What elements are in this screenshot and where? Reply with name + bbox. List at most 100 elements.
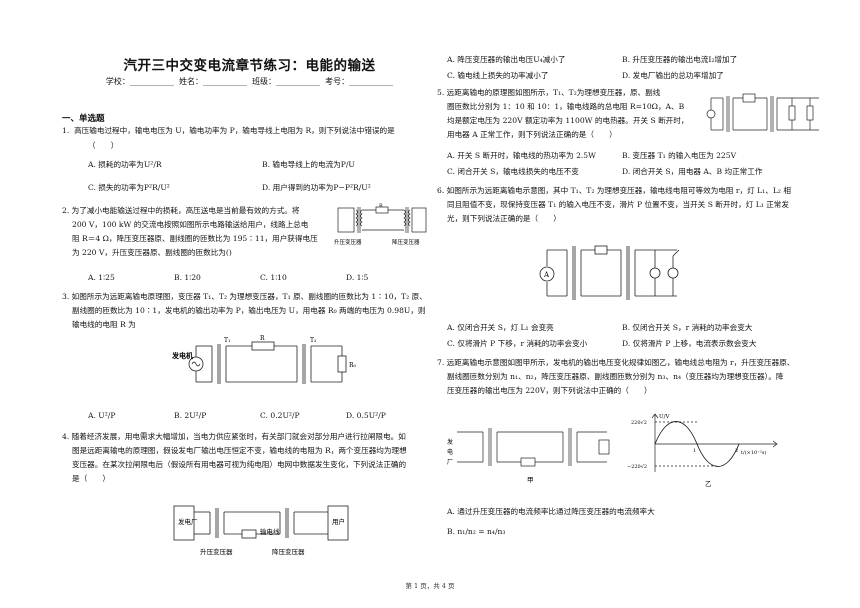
option-b[interactable]: B. n₁/n₂ = n₄/n₃ (447, 527, 506, 536)
question-stem-line: 远距离输电示意图如图甲所示，发电机的输出电压变化规律如图乙，输电线总电阻为 r，… (446, 358, 795, 367)
tick-1: 1 (693, 448, 696, 454)
question-number: 1. (62, 126, 70, 135)
axis-u-label: U/V (659, 414, 670, 420)
question-3: 3. 如图所示为远距离输电原理图，变压器 T₁、T₂ 为理想变压器，T₁ 原、副… (62, 290, 437, 332)
question-stem-line: 均是额定电压为 220V 额定功率为 1100W 的电热器。开关 S 断开时， (447, 116, 689, 125)
exam-number-field[interactable]: 考号：___________ (325, 77, 394, 86)
pos-peak-label: 220√2 (631, 420, 647, 426)
question-stem-line: 变压器。在某次拉闸限电后（假设所有用电器可视为纯电阻）电网中数据发生变化，下列说… (72, 460, 407, 469)
line-label: 输电线 (260, 527, 280, 536)
option-d[interactable]: D. 用户得到的功率为P−P²R/U² (262, 183, 371, 192)
option-a[interactable]: A. 1∶25 (88, 273, 115, 282)
step-up-label: 升压变压器 (200, 547, 233, 556)
option-d[interactable]: D. 0.5U²/P (346, 411, 386, 420)
question-number: 5. (437, 88, 445, 97)
option-d[interactable]: D. 发电厂输出的总功率增加了 (622, 71, 724, 80)
question-7: 7. 远距离输电示意图如图甲所示，发电机的输出电压变化规律如图乙，输电线总电阻为… (437, 356, 827, 398)
school-field[interactable]: 学校：___________ (105, 77, 174, 86)
question-stem-line: 如图所示为远距离输电原理图，变压器 T₁、T₂ 为理想变压器，T₁ 原、副线圈的… (71, 292, 427, 301)
figure-yi-label: 乙 (705, 480, 712, 488)
class-field[interactable]: 班级：___________ (252, 77, 321, 86)
page-footer: 第 1 页，共 4 页 (405, 582, 455, 590)
svg-text:电: 电 (447, 448, 453, 456)
question-stem-line: 输电线的电阻 R 为 (72, 320, 136, 329)
option-b[interactable]: B. 仅闭合开关 S，r 消耗的功率会变大 (622, 323, 753, 332)
option-c[interactable]: C. 损失的功率为P²R/U² (88, 183, 170, 192)
option-d[interactable]: D. 闭合开关 S，用电器 A、B 均正常工作 (622, 167, 763, 176)
question-stem-line: 远距离输电的原理图如图所示，T₁、T₂为理想变压器，原、副线 (446, 88, 661, 97)
step-down-label: 降压变压器 (392, 238, 420, 246)
option-b[interactable]: B. 变压器 T₁ 的输入电压为 225V (622, 151, 737, 160)
option-c[interactable]: C. 闭合开关 S，输电线损失的电压不变 (447, 167, 579, 176)
student-info-line: 学校：___________ 姓名：___________ 班级：_______… (62, 76, 437, 87)
r-label: R (379, 203, 383, 209)
option-a[interactable]: A. 通过升压变压器的电流频率比通过降压变压器的电流频率大 (447, 507, 655, 516)
question-number: 2. (62, 206, 70, 215)
t2-label: T₂ (310, 337, 317, 344)
page-title: 汽开三中交变电流章节练习：电能的输送 (123, 58, 376, 74)
axis-t-label: t/(×10⁻²s) (741, 449, 766, 456)
q3-circuit-diagram: 发电机 T₁ R T₂ R₀ (171, 335, 357, 384)
question-stem-line: 副线圈的匝数比为 10∶1，发电机的输出功率为 P，输出电压为 U，用电器 R₀… (72, 306, 426, 315)
q5-circuit-diagram (706, 93, 819, 132)
question-stem-line: 副线圈匝数分别为 n₁、n₂，降压变压器原、副线圈匝数分别为 n₃、n₄（变压器… (447, 372, 784, 381)
svg-text:厂: 厂 (447, 459, 453, 466)
question-stem-line: 压变压器的输出电压为 220V，则下列说法中正确的（ ） (447, 386, 652, 395)
question-number: 4. (62, 432, 70, 441)
question-stem-line: 为 220 V，升压变压器原、副线圈的匝数比为() (72, 248, 232, 257)
q7-voltage-graph-yi: U/V 220√2 −220√2 t/(×10⁻²s) 1 2 乙 (627, 413, 778, 488)
figure-jia-label: 甲 (527, 476, 534, 484)
option-c[interactable]: C. 输电线上损失的功率减小了 (447, 71, 549, 80)
question-stem-line: 200 V，100 kW 的交流电按照如图所示电路输送给用户，线路上总电 (72, 220, 309, 229)
question-stem-line: 同且阻值不变，现保持变压器 T₁ 的输入电压不变，滑片 P 位置不变，当开关 S… (447, 200, 789, 209)
question-stem-line: 圈匝数比分别为 1：10 和 10：1，输电线路的总电阻 R=10Ω，A、B (447, 102, 685, 111)
question-stem-line: 为了减小电能输送过程中的损耗，高压送电是当前最有效的方式。将 (71, 206, 300, 215)
option-a[interactable]: A. U²/P (88, 411, 116, 420)
option-d[interactable]: D. 仅将滑片 P 上移，电流表示数会变大 (622, 339, 757, 348)
option-b[interactable]: B. 1∶20 (174, 273, 201, 282)
r-label: R (260, 335, 265, 342)
option-a[interactable]: A. 降压变压器的输出电压U₄减小了 (447, 55, 566, 64)
generator-label: 发 (447, 438, 453, 446)
option-d[interactable]: D. 1∶5 (346, 273, 369, 282)
question-number: 6. (437, 186, 445, 195)
question-5: 5. 远距离输电的原理图如图所示，T₁、T₂为理想变压器，原、副线 圈匝数比分别… (437, 86, 707, 142)
question-stem: 高压输电过程中，输电电压为 U，输电功率为 P，输电导线上电阻为 R，则下列说法… (74, 126, 395, 135)
question-number: 7. (437, 358, 445, 367)
t1-label: T₁ (224, 337, 230, 344)
question-stem-line: 随着经济发展，用电需求大幅增加，当电力供应紧张时，有关部门就会对部分用户进行拉闸… (71, 432, 406, 441)
question-stem-line: 图是远距离输电的原理图，假设发电厂输出电压恒定不变，输电线的电阻为 R，两个变压… (72, 446, 407, 455)
option-b[interactable]: B. 输电导线上的电流为P/U (262, 160, 355, 169)
question-6: 6. 如图所示为远距离输电示意图，其中 T₁、T₂ 为理想变压器，输电线电阻可等… (437, 184, 827, 226)
plant-label: 发电厂 (178, 517, 198, 526)
step-down-label: 降压变压器 (272, 547, 305, 556)
neg-peak-label: −220√2 (627, 464, 647, 470)
question-4: 4. 随着经济发展，用电需求大幅增加，当电力供应紧张时，有关部门就会对部分用户进… (62, 430, 437, 486)
q2-circuit-diagram: R 升压变压器 降压变压器 (334, 203, 427, 246)
q6-circuit-diagram: A (539, 245, 680, 300)
option-c[interactable]: C. 0.2U²/P (260, 411, 300, 420)
option-b[interactable]: B. 2U²/P (174, 411, 207, 420)
question-stem-line: 光，则下列说法正确的是（ ） (447, 214, 561, 223)
q4-circuit-diagram: 发电厂 用户 输电线 升压变压器 降压变压器 (173, 505, 349, 556)
tick-2: 2 (735, 448, 738, 454)
question-stem-line: 用电器 A 正常工作，则下列说法正确的是（ ） (447, 130, 617, 139)
answer-paren: （ ） (88, 141, 119, 150)
ammeter-icon: A (543, 271, 550, 279)
question-stem-line: 如图所示为远距离输电示意图，其中 T₁、T₂ 为理想变压器，输电线电阻可等效为电… (446, 186, 791, 195)
step-up-label: 升压变压器 (334, 238, 362, 246)
option-b[interactable]: B. 升压变压器的输出电流I₂增加了 (622, 55, 738, 64)
question-stem-line: 是（ ） (72, 474, 110, 483)
question-number: 3. (62, 292, 70, 301)
user-label: 用户 (332, 517, 345, 526)
question-1: 1. 高压输电过程中，输电电压为 U，输电功率为 P，输电导线上电阻为 R，则下… (62, 124, 437, 138)
option-c[interactable]: C. 1∶10 (260, 273, 287, 282)
generator-label: 发电机 (171, 351, 193, 360)
option-a[interactable]: A. 损耗的功率为U²/R (88, 160, 162, 169)
q7-circuit-diagram-jia: 发 电 厂 甲 (447, 428, 610, 484)
option-c[interactable]: C. 仅将滑片 P 下移，r 消耗的功率会变小 (447, 339, 588, 348)
name-field[interactable]: 姓名：___________ (178, 77, 247, 86)
option-a[interactable]: A. 开关 S 断开时，输电线的热功率为 2.5W (447, 151, 596, 160)
option-a[interactable]: A. 仅闭合开关 S，灯 L₁ 会变亮 (447, 323, 554, 332)
